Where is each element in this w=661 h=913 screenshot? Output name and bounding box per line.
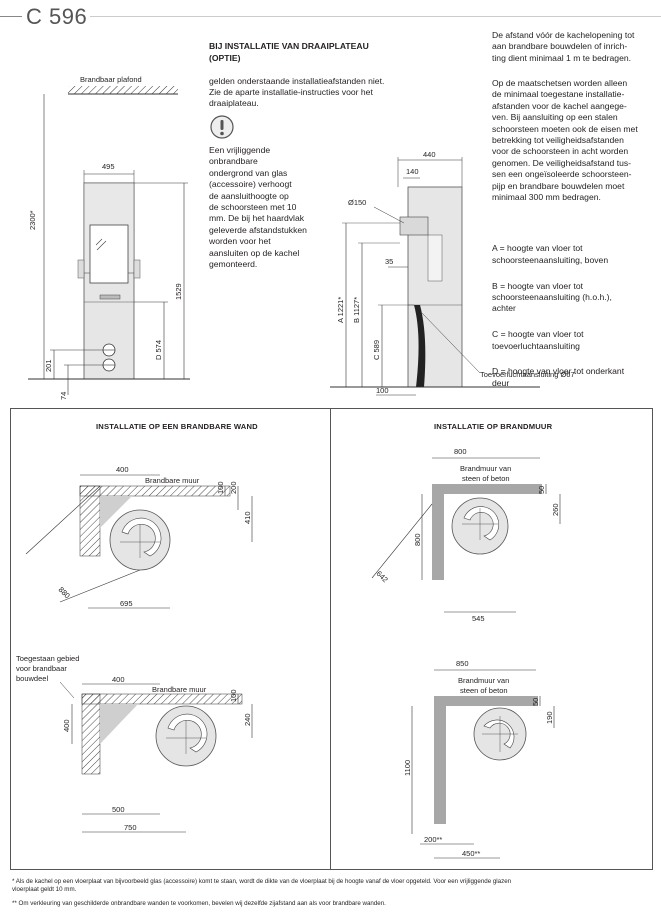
fire-wall-vertical — [432, 484, 444, 580]
fire-wall-plan-bottom: 850 Brandmuur van steen of beton 50 190 … — [403, 659, 555, 859]
dim-1100: 1100 — [403, 760, 412, 776]
combustible-wall-plan-top: 400 Brandbare muur 880 695 100 200 410 — [25, 465, 253, 609]
wall-hatch-horizontal — [79, 485, 231, 497]
combustible-wall-plan-bottom: 400 Brandbare muur 400 100 240 500 750 — [59, 675, 253, 833]
install-notice: BIJ INSTALLATIE VAN DRAAIPLATEAU (OPTIE)… — [209, 30, 399, 121]
dim-50: 50 — [531, 698, 540, 706]
dim-500: 500 — [112, 805, 125, 814]
install-notice-body: gelden onderstaande installatieafstanden… — [209, 75, 385, 109]
wall-label-line-1: Brandmuur van — [460, 464, 511, 473]
legend-item-b: B = hoogte van vloer tot schoorsteenaans… — [492, 280, 612, 314]
dim-400-vertical: 400 — [62, 719, 71, 732]
fire-wall-plan-top: 800 Brandmuur van steen of beton 50 260 … — [371, 447, 561, 623]
minimum-distance-note: Op de maatschetsen worden alleen de mini… — [492, 78, 638, 203]
distance-note: De afstand vóór de kachelopening tot aan… — [492, 30, 635, 63]
dim-200: 200 — [229, 481, 238, 494]
footnote-2: ** Om verkleuring van geschilderde onbra… — [12, 900, 386, 907]
dim-depth: 440 — [423, 150, 436, 159]
side-view-diagram: 440 140 Ø150 35 A 1221* B 1127* C 589 10… — [330, 150, 575, 396]
dim-height-stove: 1529 — [174, 283, 183, 300]
legend-item-a: A = hoogte van vloer tot schoorsteenaans… — [492, 243, 609, 265]
title-rule-left — [0, 16, 22, 17]
dim-flue: Ø150 — [348, 198, 366, 207]
dim-642: 642 — [375, 569, 390, 584]
dim-410: 410 — [243, 511, 252, 524]
dim-50: 50 — [537, 486, 546, 494]
dim-height-total: 2300* — [28, 210, 37, 230]
dim-200: 200** — [424, 835, 442, 844]
dim-450: 450** — [462, 849, 480, 858]
warning-icon — [210, 115, 234, 139]
dim-260: 260 — [551, 503, 560, 516]
legend: A = hoogte van vloer tot schoorsteenaans… — [492, 232, 657, 401]
dim-c: C 589 — [372, 340, 381, 360]
dim-240: 240 — [243, 713, 252, 726]
footnote-1: * Als de kachel op een vloerplaat van bi… — [12, 878, 512, 893]
dim-201: 201 — [44, 359, 53, 372]
air-inlet-label: Toevoerluchtaansluiting Ø67 — [480, 370, 575, 379]
dim-850: 850 — [456, 659, 469, 668]
dim-400: 400 — [116, 465, 129, 474]
dim-800-vertical: 800 — [413, 533, 422, 546]
page-title: C 596 — [26, 4, 88, 29]
dim-750: 750 — [124, 823, 137, 832]
stove-window — [89, 224, 129, 284]
flue-connector — [399, 216, 429, 236]
air-supply-pipe — [414, 305, 426, 387]
dim-d: D 574 — [154, 340, 163, 360]
dim-695: 695 — [120, 599, 133, 608]
ceiling-hatch — [68, 86, 178, 94]
wall-hatch-vertical — [81, 693, 101, 775]
fire-wall-horizontal — [432, 484, 542, 494]
dim-100: 100 — [216, 481, 225, 494]
ceiling-label: Brandbaar plafond — [80, 75, 142, 84]
dim-100: 100 — [229, 689, 238, 702]
wall-label: Brandbare muur — [145, 476, 200, 485]
dim-800-horizontal: 800 — [454, 447, 467, 456]
wall-label: Brandbare muur — [152, 685, 207, 694]
legend-item-c: C = hoogte van vloer tot toevoerluchtaan… — [492, 329, 584, 351]
wall-hatch-vertical — [79, 485, 101, 557]
install-notice-heading: BIJ INSTALLATIE VAN DRAAIPLATEAU (OPTIE) — [209, 41, 369, 63]
stove-side-body — [407, 186, 463, 388]
dim-b: B 1127* — [352, 297, 361, 323]
dim-190: 190 — [545, 711, 554, 724]
wall-hatch-horizontal — [81, 693, 243, 705]
dim-74: 74 — [59, 392, 68, 400]
dim-35: 35 — [385, 257, 393, 266]
installation-frame — [10, 408, 653, 870]
title-rule-right — [90, 16, 661, 17]
fire-wall-vertical — [434, 696, 446, 824]
dim-a: A 1221* — [336, 297, 345, 323]
dim-400-horizontal: 400 — [112, 675, 125, 684]
legend-item-d: D = hoogte van vloer tot onderkant deur — [492, 366, 625, 388]
frame-divider — [330, 408, 331, 869]
front-view-diagram: Brandbaar plafond 2300* 495 1529 D 574 2… — [28, 75, 190, 400]
wall-label-line-1: Brandmuur van — [458, 676, 509, 685]
section-heading-combustible-wall: INSTALLATIE OP EEN BRANDBARE WAND — [96, 422, 258, 431]
wall-label-line-2: steen of beton — [460, 686, 508, 695]
dim-width: 495 — [102, 162, 115, 171]
wall-label-line-2: steen of beton — [462, 474, 510, 483]
glass-note: Een vrijliggende onbrandbare ondergrond … — [209, 145, 307, 270]
dim-100: 100 — [376, 386, 389, 395]
section-heading-fire-wall: INSTALLATIE OP BRANDMUUR — [434, 422, 553, 431]
stove-ash-tray — [99, 294, 121, 300]
dim-140: 140 — [406, 167, 419, 176]
allowed-zone-label: Toegestaan gebied voor brandbaar bouwdee… — [16, 654, 80, 683]
dim-545: 545 — [472, 614, 485, 623]
fire-wall-horizontal — [434, 696, 538, 706]
